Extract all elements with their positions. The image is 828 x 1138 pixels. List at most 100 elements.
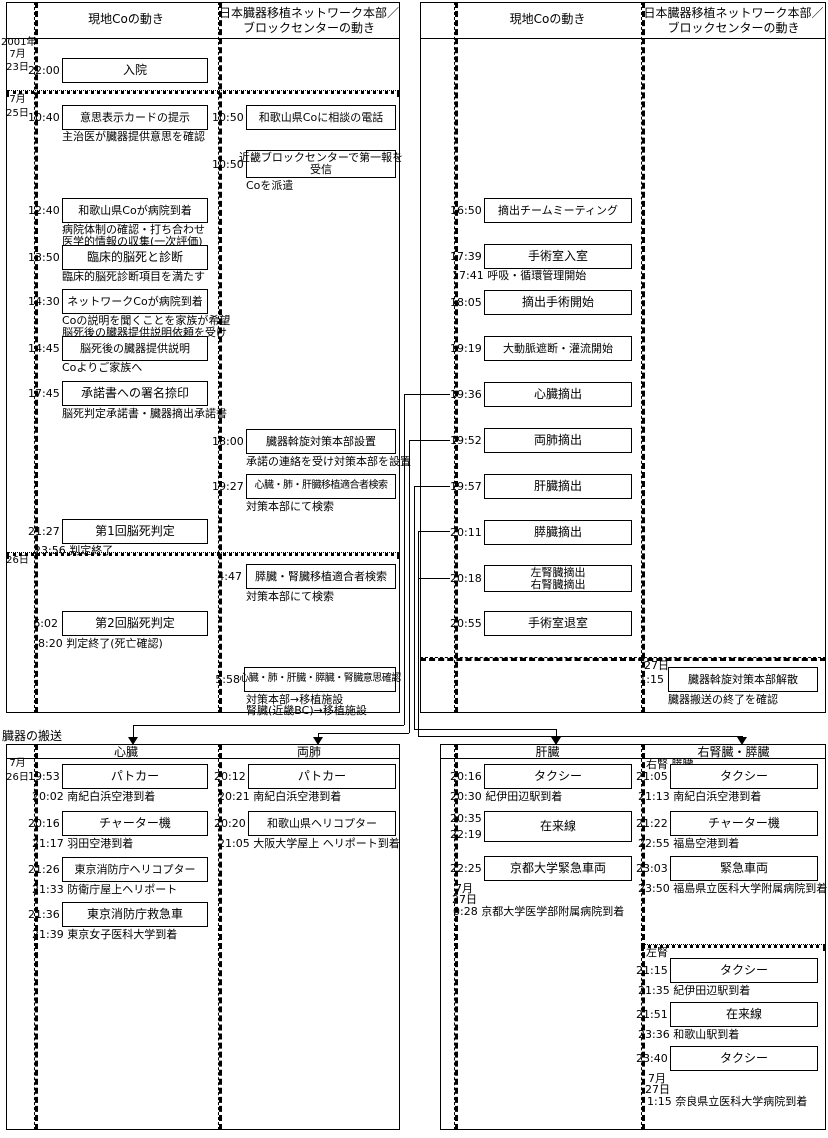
- donation-explanation-box: 脳死後の臓器提供説明: [62, 336, 208, 361]
- heart-fire-ambulance-note-0: 21:39 東京女子医科大学到着: [32, 928, 178, 941]
- pancreas-kidney-match-search-box: 膵臓・腎臓移植適合者検索: [246, 564, 396, 589]
- liver-kyoto-univ-vehicle-box: 京都大学緊急車両: [484, 856, 632, 881]
- clinical-brain-death-note-0: 臨床的脳死診断項目を満たす: [62, 270, 205, 283]
- table-transport-right-divider-v0: [454, 744, 458, 1130]
- kinki-bc-first-report-note-0: Coを派遣: [246, 179, 294, 192]
- or-entry-time: 17:39: [450, 250, 482, 263]
- aortic-crossclamp-label: 大動脈遮断・灌流開始: [503, 341, 613, 355]
- recovery-team-meeting-label: 摘出チームミーティング: [497, 203, 618, 217]
- rkp-emergency-vehicle-box: 緊急車両: [670, 856, 818, 881]
- panel-donor-hospital-divider-v1: [218, 2, 222, 713]
- liver-local-train-label: 在来線: [539, 819, 576, 834]
- kidneys-removal-label: 左腎臓摘出 右腎臓摘出: [530, 565, 586, 591]
- panel-donor-hospital-divider-h1: [6, 90, 400, 94]
- panel-donor-hospital-header-network-hq: 日本臓器移植ネットワーク本部／ ブロックセンターの動き: [218, 6, 399, 35]
- table-transport-left-divider-v0: [34, 744, 38, 1130]
- panel-donor-hospital-divider-h2: [6, 552, 400, 556]
- connector-line-12: [418, 531, 450, 532]
- donation-explanation-note-0: Coよりご家族へ: [62, 361, 143, 374]
- panel-recovery-hospital-divider-h0: [420, 38, 826, 39]
- kinki-bc-first-report-time: 10:50: [212, 158, 244, 171]
- consent-signing-label: 承諾書への署名捺印: [80, 386, 189, 401]
- connector-line-2: [133, 725, 404, 726]
- table-transport-left-divider-v1: [218, 744, 222, 1130]
- second-brain-death-test-box: 第2回脳死判定: [62, 611, 208, 636]
- hq-setup-label: 臓器斡旋対策本部設置: [266, 434, 376, 448]
- wakayama-co-arrives-time: 12:40: [28, 204, 60, 217]
- intent-confirmation-box: 心臓・肺・肝臓・膵臓・腎臓意思確認: [239, 667, 401, 692]
- connector-line-11: [556, 729, 557, 737]
- heart-police-car-time: 19:53: [28, 770, 60, 783]
- lk-taxi-2-note-1: 27日: [645, 1083, 670, 1096]
- lk-taxi-1-box: タクシー: [670, 958, 818, 983]
- heart-removal-time: 19:36: [450, 388, 482, 401]
- table-transport-right-header-right-kidney-pancreas: 右腎臓・膵臓: [697, 745, 770, 759]
- heart-charter-plane-label: チャーター機: [99, 816, 171, 831]
- panel-donor-hospital-divider-v0: [34, 2, 38, 713]
- network-co-arrives-note-1: 脳死後の臓器提供説明依頼を受け: [62, 326, 227, 339]
- panel-donor-hospital-date-26: 26日: [6, 555, 29, 566]
- liver-kyoto-univ-vehicle-note-2: 0:28 京都大学医学部附属病院到着: [453, 905, 625, 918]
- network-co-arrives-box: ネットワークCoが病院到着: [62, 289, 208, 314]
- table-transport-left: [6, 744, 400, 1130]
- rkp-emergency-vehicle-note-0: 23:50 福島県立医科大学附属病院到着: [638, 882, 828, 895]
- heart-fire-ambulance-time: 21:36: [28, 908, 60, 921]
- kidneys-removal-time: 20:18: [450, 572, 482, 585]
- first-brain-death-test-box: 第1回脳死判定: [62, 519, 208, 544]
- heart-removal-label: 心臓摘出: [533, 387, 582, 402]
- intent-confirmation-time: 5:58: [215, 673, 240, 686]
- hq-disband-box: 臓器斡旋対策本部解散: [668, 667, 818, 692]
- hq-disband-note-0: 臓器搬送の終了を確認: [668, 693, 778, 706]
- lungs-police-car-time: 20:12: [214, 770, 246, 783]
- lk-taxi-2-box: タクシー: [670, 1046, 818, 1071]
- clinical-brain-death-box: 臨床的脳死と診断: [62, 245, 208, 270]
- lungs-wakayama-helicopter-box: 和歌山県ヘリコプター: [248, 811, 396, 836]
- donor-card-presented-note-0: 主治医が臓器提供意思を確認: [62, 130, 205, 143]
- lk-taxi-1-label: タクシー: [719, 963, 768, 978]
- lk-taxi-2-time: 23:40: [636, 1052, 668, 1065]
- rkp-taxi-note-0: 21:13 南紀白浜空港到着: [638, 790, 762, 803]
- admission-time: 22:00: [28, 64, 60, 77]
- heart-fire-ambulance-box: 東京消防庁救急車: [62, 902, 208, 927]
- heart-lung-liver-match-search-label: 心臓・肺・肝臓移植適合者検索: [254, 480, 389, 492]
- liver-removal-label: 肝臓摘出: [533, 479, 582, 494]
- rkp-charter-plane-time: 21:22: [636, 817, 668, 830]
- rkp-taxi-label: タクシー: [719, 769, 768, 784]
- liver-local-train-box: 在来線: [484, 811, 632, 842]
- connector-line-0: [404, 394, 450, 395]
- table-transport-right-sub-left-kidney: 左腎: [646, 946, 668, 959]
- heart-fire-helicopter-time: 21:26: [28, 863, 60, 876]
- arrow-to-lungs-column: [313, 737, 323, 745]
- admission-box: 入院: [62, 58, 208, 83]
- heart-removal-box: 心臓摘出: [484, 382, 632, 407]
- heart-police-car-note-0: 20:02 南紀白浜空港到着: [32, 790, 156, 803]
- table-transport-right-divider-h0: [440, 758, 826, 759]
- network-co-arrives-note-0: Coの説明を聞くことを家族が希望: [62, 314, 231, 327]
- or-exit-label: 手術室退室: [527, 616, 588, 631]
- second-brain-death-test-time: 6:02: [33, 617, 58, 630]
- consent-signing-time: 17:45: [28, 387, 60, 400]
- pancreas-removal-time: 20:11: [450, 526, 482, 539]
- liver-taxi-time: 20:16: [450, 770, 482, 783]
- recovery-surgery-start-box: 摘出手術開始: [484, 290, 632, 315]
- kinki-bc-first-report-label: 近畿ブロックセンターで第一報を 受信: [238, 151, 404, 176]
- rkp-emergency-vehicle-label: 緊急車両: [719, 861, 768, 876]
- rkp-taxi-box: タクシー: [670, 764, 818, 789]
- lk-taxi-1-time: 21:15: [636, 964, 668, 977]
- connector-line-4: [409, 440, 450, 441]
- hq-setup-note-0: 承諾の連絡を受け対策本部を設置: [246, 455, 411, 468]
- panel-donor-hospital-header-local-co: 現地Coの動き: [88, 12, 164, 26]
- kinki-bc-first-report-box: 近畿ブロックセンターで第一報を 受信: [239, 150, 403, 178]
- connector-line-7: [318, 733, 319, 737]
- second-brain-death-test-note-0: 8:20 判定終了(死亡確認): [38, 637, 163, 650]
- consent-signing-box: 承諾書への署名捺印: [62, 381, 208, 406]
- pancreas-kidney-match-search-label: 膵臓・腎臓移植適合者検索: [255, 569, 387, 583]
- liver-kyoto-univ-vehicle-note-1: 27日: [452, 893, 477, 906]
- intent-confirmation-label: 心臓・肺・肝臓・膵臓・腎臓意思確認: [239, 673, 401, 685]
- panel-recovery-hospital-header-local-co: 現地Coの動き: [509, 12, 586, 26]
- liver-taxi-label: タクシー: [533, 769, 582, 784]
- intent-confirmation-note-0: 対策本部→移植施設: [246, 693, 344, 706]
- aortic-crossclamp-box: 大動脈遮断・灌流開始: [484, 336, 632, 361]
- arrow-to-kidney-pancreas-column: [737, 737, 747, 745]
